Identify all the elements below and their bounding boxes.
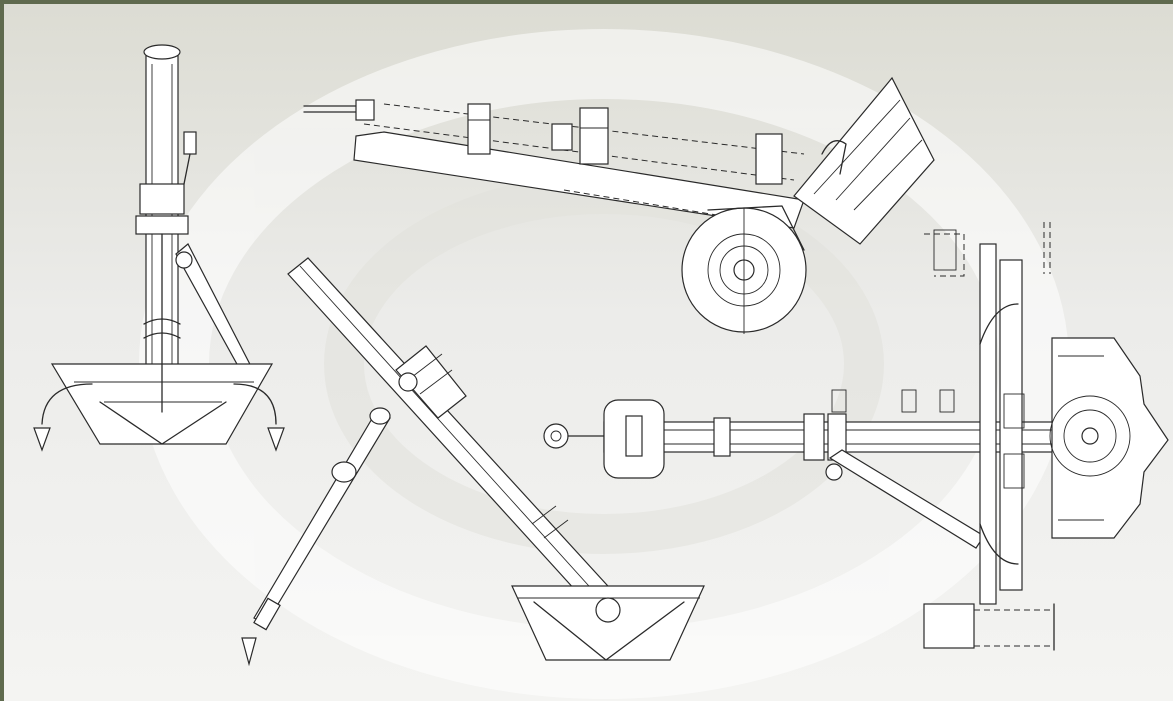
mortar-transport-view [303,76,935,334]
mortar-firing-position-view [241,257,705,667]
technical-drawing [33,29,1169,699]
mortar-top-view [543,222,1169,651]
mortar-front-view [33,44,285,452]
